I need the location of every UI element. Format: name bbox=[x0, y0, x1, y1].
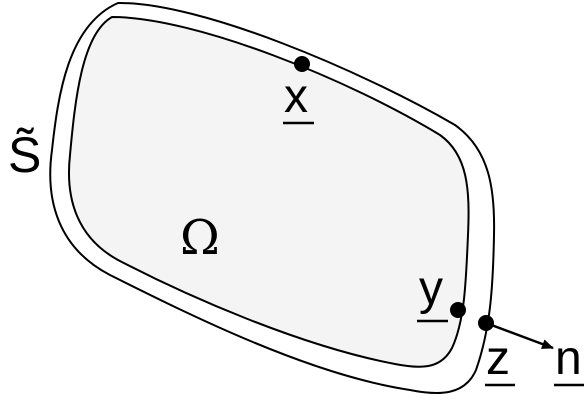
point-z-dot bbox=[478, 315, 494, 331]
point-y-label: y bbox=[419, 262, 443, 315]
domain-boundary-curve bbox=[68, 15, 470, 368]
domain-label: Ω bbox=[180, 210, 220, 266]
point-y-dot bbox=[450, 302, 466, 318]
normal-label: n bbox=[555, 332, 582, 385]
normal-arrow bbox=[485, 321, 554, 350]
surface-label: S̃ bbox=[8, 127, 41, 183]
point-z-label: z bbox=[486, 332, 510, 385]
point-x-dot bbox=[294, 56, 310, 72]
point-x-label: x bbox=[284, 70, 308, 123]
